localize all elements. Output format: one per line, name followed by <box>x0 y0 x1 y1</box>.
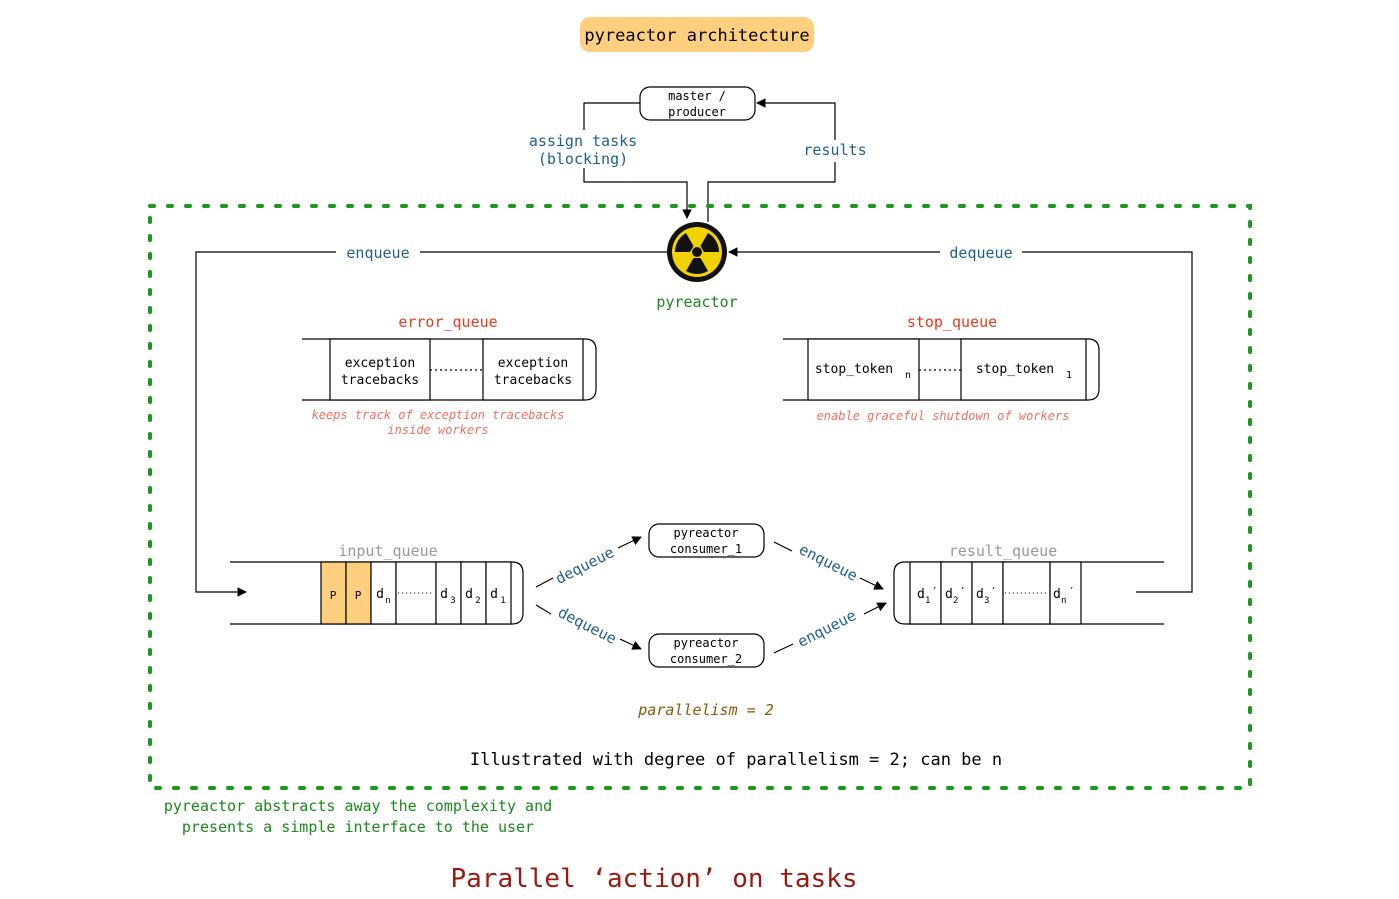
rn-sub: n <box>1061 596 1066 606</box>
consumer-1-box: pyreactor consumer_1 <box>648 523 765 558</box>
master-line2: producer <box>668 105 726 119</box>
dequeue-2-label: dequeue <box>555 603 620 648</box>
stop-cell-n <box>807 338 920 401</box>
r2-label: d <box>945 587 953 602</box>
parallelism-label: parallelism = 2 <box>637 701 773 719</box>
title-text: pyreactor architecture <box>584 26 809 46</box>
input-cell-d2 <box>460 561 487 625</box>
r1-prime: ′ <box>931 585 938 599</box>
consumer2-line1: pyreactor <box>673 636 738 650</box>
stop-queue-desc: enable graceful shutdown of workers <box>817 409 1070 423</box>
r1-label: d <box>917 587 925 602</box>
r3-sub: 3 <box>984 596 989 606</box>
results-path-top <box>756 98 836 140</box>
dn-label: d <box>376 587 384 602</box>
p-label-2: P <box>355 589 362 602</box>
input-cell-d1 <box>485 561 512 625</box>
d3-sub: 3 <box>450 596 455 606</box>
d2-sub: 2 <box>475 596 480 606</box>
d1-label: d <box>490 587 498 602</box>
input-queue-title: input_queue <box>338 542 437 560</box>
abstract-note-line1: pyreactor abstracts away the complexity … <box>164 797 552 815</box>
input-cell-d3 <box>435 561 462 625</box>
d3-label: d <box>440 587 448 602</box>
error-cell1-line2: tracebacks <box>341 373 419 388</box>
r3-prime: ′ <box>990 585 997 599</box>
error-queue-desc2: inside workers <box>387 423 488 437</box>
results-label: results <box>803 141 866 159</box>
result-cell-2 <box>940 561 973 625</box>
pyreactor-label: pyreactor <box>656 293 737 311</box>
input-cell-p2 <box>345 561 372 625</box>
rn-prime: ′ <box>1068 585 1075 599</box>
consumer-2-box: pyreactor consumer_2 <box>648 633 765 668</box>
error-cell-2 <box>482 338 584 401</box>
error-cell1-line1: exception <box>345 356 415 371</box>
error-cell-1 <box>329 338 431 401</box>
dn-sub: n <box>385 596 390 606</box>
radiation-icon <box>667 222 727 282</box>
master-producer-box: master / producer <box>639 86 756 121</box>
assign-path-top <box>583 102 640 130</box>
enqueue-1-label: enqueue <box>796 540 861 585</box>
consumer1-line1: pyreactor <box>673 526 738 540</box>
enqueue-2-label: enqueue <box>794 606 859 651</box>
r3-label: d <box>976 587 984 602</box>
result-cell-n <box>1049 561 1082 625</box>
stop-cell-1-sub: 1 <box>1066 370 1072 381</box>
error-queue: error_queue exception tracebacks excepti… <box>302 313 597 437</box>
enqueue-top-label: enqueue <box>346 244 409 262</box>
stop-cell-1-text: stop_token <box>976 362 1054 377</box>
stop-queue-title: stop_queue <box>907 313 997 331</box>
r1-sub: 1 <box>925 596 930 606</box>
stop-cell-n-text: stop_token <box>815 362 893 377</box>
pyreactor-boundary <box>148 204 1252 790</box>
dequeue-top-label: dequeue <box>949 244 1012 262</box>
stop-cell-n-sub: n <box>905 370 911 381</box>
input-cell-dn <box>370 561 397 625</box>
rn-label: d <box>1053 587 1061 602</box>
enqueue-path-left <box>195 251 336 597</box>
assign-tasks-label: assign tasks <box>529 132 637 150</box>
result-cell-gap <box>1002 561 1051 625</box>
illustrated-note: Illustrated with degree of parallelism =… <box>470 750 1002 770</box>
input-cell-p1 <box>320 561 347 625</box>
stop-cell-1 <box>960 338 1087 401</box>
d1-sub: 1 <box>500 596 505 606</box>
result-queue: result_queue d 1 ′ d 2 ′ d 3 ′ d n ′ <box>893 542 1164 625</box>
dequeue-1-label: dequeue <box>552 543 617 588</box>
assign-blocking-label: (blocking) <box>538 150 628 168</box>
r2-sub: 2 <box>953 596 958 606</box>
assign-path-bottom <box>583 168 692 219</box>
master-line1: master / <box>668 89 726 103</box>
title-badge: pyreactor architecture <box>580 17 814 52</box>
input-queue: input_queue P P d n d 3 d 2 d 1 <box>230 542 524 625</box>
error-queue-desc1: keeps track of exception tracebacks <box>312 408 565 422</box>
footer-title: Parallel ‘action’ on tasks <box>451 864 858 894</box>
dequeue-path-right <box>1022 251 1193 593</box>
consumer1-line2: consumer_1 <box>670 542 742 556</box>
result-cell-3 <box>971 561 1004 625</box>
abstract-note-line2: presents a simple interface to the user <box>182 818 534 836</box>
stop-queue: stop_queue stop_token n stop_token 1 ena… <box>783 313 1100 423</box>
consumer2-line2: consumer_2 <box>670 652 742 666</box>
result-cell-1 <box>909 561 942 625</box>
r2-prime: ′ <box>959 585 966 599</box>
error-queue-title: error_queue <box>398 313 497 331</box>
error-cell2-line2: tracebacks <box>494 373 572 388</box>
p-label-1: P <box>330 589 337 602</box>
d2-label: d <box>465 587 473 602</box>
result-queue-title: result_queue <box>949 542 1057 560</box>
results-path-bottom <box>707 162 836 222</box>
error-cell2-line1: exception <box>498 356 568 371</box>
